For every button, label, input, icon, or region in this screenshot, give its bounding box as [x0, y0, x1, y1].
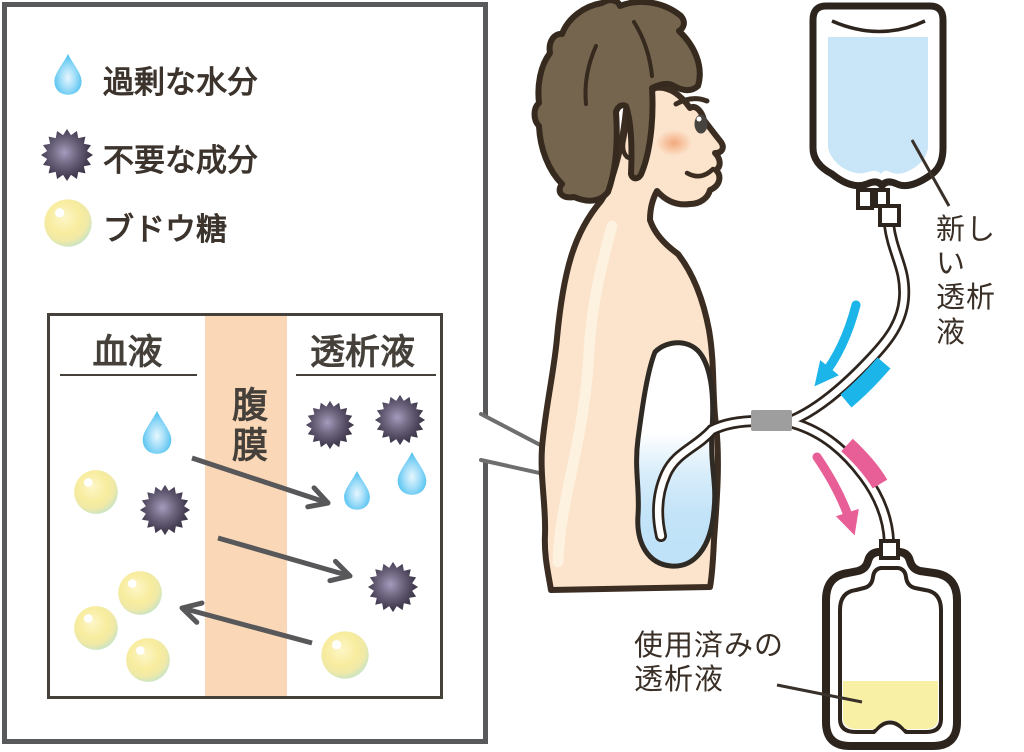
waste-transfer-arrow	[217, 535, 353, 584]
back-highlight	[552, 220, 618, 568]
outflow-tube-white	[789, 419, 893, 546]
legend-item-glucose: ブドウ糖	[103, 212, 227, 248]
blood-underline	[60, 374, 197, 376]
fresh-bag-outline	[809, 2, 947, 190]
blood-column-header: 血液	[92, 333, 163, 373]
used-bag-liquid	[843, 681, 938, 729]
dialysate-underline	[296, 374, 436, 376]
used-bag-pointer-line	[776, 683, 863, 704]
outflow-arrow	[812, 452, 859, 536]
membrane-exchange-diagram: 血液 透析液 腹膜	[47, 313, 443, 699]
outflow-tube-highlight	[841, 438, 888, 489]
fresh-bag-pointer-line	[910, 139, 951, 207]
eyebrow	[673, 96, 710, 107]
eye	[694, 114, 708, 134]
inflow-tube-white	[789, 221, 908, 424]
hair	[531, 0, 703, 204]
eye-highlight	[696, 116, 702, 122]
cheek-blush	[656, 130, 692, 156]
used-dialysate-bag	[776, 539, 961, 750]
fresh-dialysate-bag	[809, 2, 951, 227]
water-transfer-arrow	[191, 455, 331, 510]
fresh-dialysate-label: 新しい 透析液	[936, 212, 997, 349]
catheter-tube-white	[654, 417, 797, 540]
inflow-tube-highlight	[840, 357, 891, 408]
hair-strand-1	[583, 44, 598, 106]
legend-item-waste: 不要な成分	[103, 143, 258, 179]
hair-strand-2	[632, 20, 654, 78]
fresh-bag-liquid	[828, 37, 928, 174]
tube-connector	[751, 410, 792, 431]
glucose-transfer-arrow	[179, 600, 313, 646]
mouth	[684, 166, 716, 179]
transfer-arrows	[179, 455, 353, 646]
catheter-tubing	[652, 219, 911, 548]
used-bag-port	[879, 539, 900, 560]
fresh-bag-connector	[878, 204, 901, 227]
inflow-arrow	[814, 300, 861, 387]
dialysate-column-header: 透析液	[309, 333, 415, 373]
fresh-bag-port-1	[856, 188, 874, 210]
fresh-bag-meniscus	[831, 19, 926, 34]
fresh-bag-port-2	[874, 188, 890, 208]
used-dialysate-label: 使用済みの 透析液	[634, 628, 785, 697]
legend-item-excess-water: 過剰な水分	[103, 65, 258, 101]
peritoneum-label: 腹膜	[226, 386, 267, 466]
legend-panel: 過剰な水分 不要な成分 ブドウ糖 血液 透析液 腹膜	[2, 2, 488, 744]
